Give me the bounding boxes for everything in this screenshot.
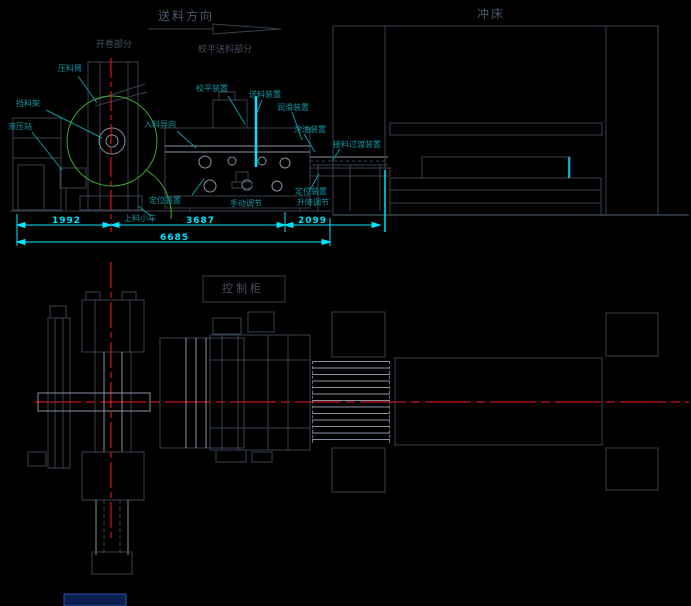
callout-stock-stop: 挡料架	[16, 99, 40, 108]
plan-view-linework	[27, 275, 659, 575]
press-plan	[331, 311, 659, 493]
feed-direction-arrow	[148, 23, 282, 35]
callout-leveler-device: 校平装置	[196, 84, 228, 93]
dimension-total-6685: 6685	[160, 233, 190, 243]
control-cabinet-box	[202, 275, 286, 303]
leveler-feeder-body	[160, 91, 312, 211]
callout-leaders	[31, 75, 570, 216]
press-elevation	[332, 25, 659, 215]
roller-conveyor-plan	[312, 361, 390, 443]
control-cabinet-label: 控制柜	[222, 282, 264, 295]
callout-feeder-device: 送料装置	[249, 90, 281, 99]
callout-manual-adjust: 手动调节	[230, 199, 262, 208]
leveler-feeder-section-label: 校平送料部分	[198, 45, 253, 55]
feeder-plan	[159, 311, 311, 463]
transition-table	[309, 156, 391, 211]
press-label: 冲床	[477, 7, 506, 21]
callout-lubrication-device: 润滑装置	[277, 103, 309, 112]
callout-lift-adjust: 升降调节	[297, 198, 329, 207]
uncoiler-plan	[27, 291, 151, 575]
callout-positioning-device-right: 定位装置	[295, 187, 327, 196]
dimension-2099: 2099	[298, 216, 328, 226]
callout-coil-car: 上料小车	[124, 214, 156, 223]
front-view-linework	[10, 23, 689, 216]
dimension-3687: 3687	[186, 216, 216, 226]
uncoiler-stand	[59, 61, 148, 211]
callout-hydraulic-station: 液压站	[8, 122, 32, 131]
dimension-1992: 1992	[52, 216, 82, 226]
title-block-fragment	[63, 593, 127, 606]
hydraulic-station	[12, 117, 62, 211]
feed-direction-label: 送料方向	[158, 9, 215, 23]
callout-press-arm: 压料臂	[58, 64, 82, 73]
dimension-lines	[15, 170, 386, 246]
callout-transition-device: 接料过渡装置	[333, 140, 381, 149]
uncoiler-section-label: 开卷部分	[96, 40, 133, 50]
centerlines	[35, 58, 689, 540]
callout-positioning-device-left: 定位装置	[149, 196, 181, 205]
coil-circle	[66, 95, 172, 220]
callout-oiling-device: 涂油装置	[294, 125, 326, 134]
callout-entry-guide: 入料导向	[144, 120, 176, 129]
